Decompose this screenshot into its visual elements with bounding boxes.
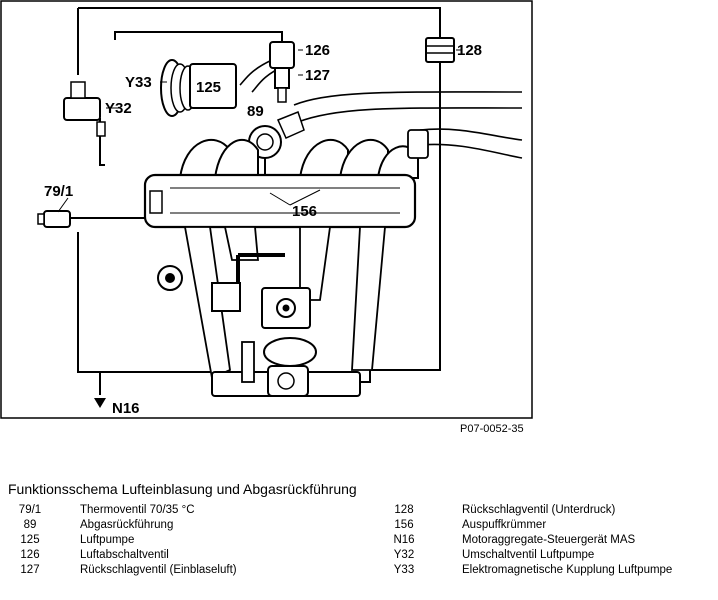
legend-description: Elektromagnetische Kupplung Luftpumpe	[462, 564, 673, 576]
legend-description: Motoraggregate-Steuergerät MAS	[462, 534, 636, 546]
legend-row: 126 Luftabschaltventil	[0, 548, 237, 563]
legend-number: 126	[20, 549, 40, 561]
legend-description: Rückschlagventil (Unterdruck)	[462, 504, 616, 516]
legend-row: Y33 Elektromagnetische Kupplung Luftpumpe	[370, 563, 673, 578]
legend-number: 89	[23, 519, 37, 531]
label-y33: Y33	[125, 74, 152, 91]
label-156: 156	[292, 203, 317, 220]
legend-row: 127 Rückschlagventil (Einblaseluft)	[0, 563, 237, 578]
legend-row: 125 Luftpumpe	[0, 533, 237, 548]
legend-description: Luftpumpe	[80, 534, 135, 546]
legend-number: N16	[393, 534, 415, 546]
label-126: 126	[305, 42, 330, 59]
legend-number: 127	[20, 564, 40, 576]
engine-schematic: 126 127 128 Y33 Y32 125 89 79/1 156 N16 …	[0, 0, 533, 435]
label-n16: N16	[112, 400, 140, 417]
label-125: 125	[196, 79, 221, 96]
legend-number: Y32	[393, 549, 415, 561]
label-89: 89	[247, 103, 264, 120]
figure-caption: Funktionsschema Lufteinblasung und Abgas…	[8, 481, 357, 497]
legend-number: 79/1	[18, 504, 42, 516]
legend-row: Y32 Umschaltventil Luftpumpe	[370, 548, 672, 563]
legend-row: 128 Rückschlagventil (Unterdruck)	[370, 503, 672, 518]
legend-row: 156 Auspuffkrümmer	[370, 518, 672, 533]
legend-description: Thermoventil 70/35 °C	[80, 504, 195, 516]
label-127: 127	[305, 67, 330, 84]
legend-description: Abgasrückführung	[80, 519, 174, 531]
legend-description: Luftabschaltventil	[80, 549, 169, 561]
figure-code: P07-0052-35	[460, 423, 524, 435]
legend-number: 125	[20, 534, 40, 546]
legend-row: 79/1 Thermoventil 70/35 °C	[0, 503, 237, 518]
label-128: 128	[457, 42, 482, 59]
legend-row: 89 Abgasrückführung	[0, 518, 237, 533]
legend-description: Rückschlagventil (Einblaseluft)	[80, 564, 237, 576]
legend-number: 128	[394, 504, 414, 516]
label-y32: Y32	[105, 100, 132, 117]
label-79-1: 79/1	[44, 183, 73, 200]
legend-right: 128 Rückschlagventil (Unterdruck) 156 Auspu…	[370, 503, 672, 578]
legend-description: Auspuffkrümmer	[462, 519, 547, 531]
legend-number: Y33	[393, 564, 415, 576]
legend-number: 156	[394, 519, 414, 531]
legend-row: N16 Motoraggregate-Steuergerät MAS	[370, 533, 672, 548]
legend-left: 79/1 Thermoventil 70/35 °C 89 Abgasrückführ…	[0, 503, 237, 578]
legend-description: Umschaltventil Luftpumpe	[462, 549, 595, 561]
